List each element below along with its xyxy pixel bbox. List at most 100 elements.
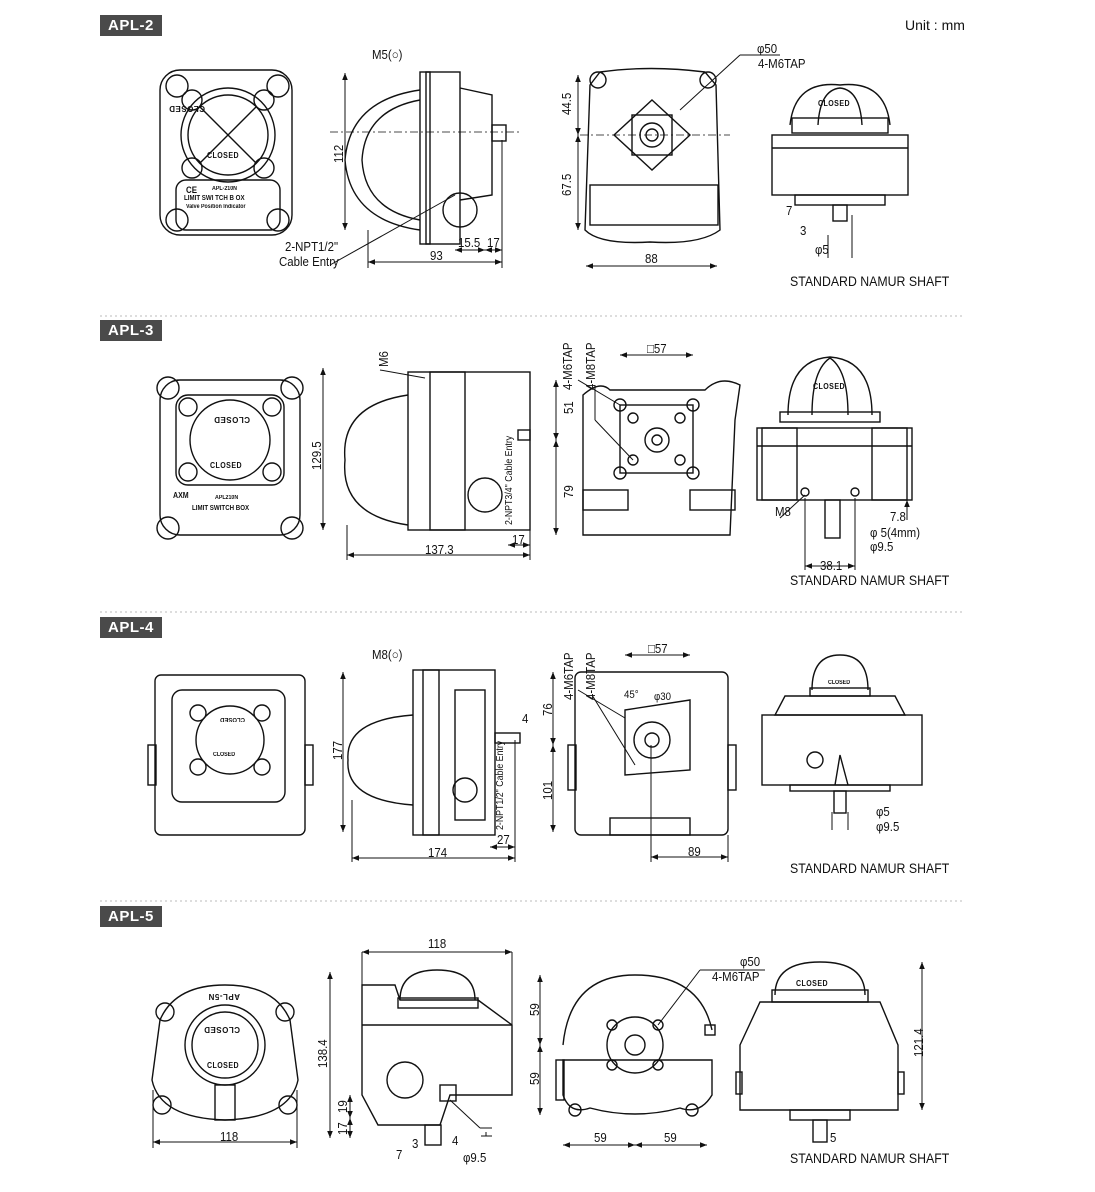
apl4-front-view: [147, 674, 314, 836]
plate-brand: AXM: [173, 491, 189, 500]
dim-angle-45: 45°: [624, 689, 639, 701]
apl2-front-view: [159, 69, 293, 236]
dim-3: 3: [800, 223, 807, 238]
apl3-front-view: [156, 376, 304, 540]
tap-m6-label: 4-M6TAP: [560, 342, 575, 390]
closed-mark: CLOSED: [203, 1025, 240, 1034]
dim-phi5: φ 5(4mm): [870, 525, 921, 540]
dim-front-width: 118: [220, 1129, 239, 1144]
section-tag-apl-3: APL-3: [100, 320, 162, 341]
dim-phi9-5: φ9.5: [876, 819, 900, 834]
apl2-side-view: [330, 71, 520, 245]
dim-phi50: φ50: [740, 954, 761, 969]
apl3-right-view: [756, 356, 913, 539]
apl3-back-view: [582, 380, 741, 536]
dim-screw: M5(○): [372, 47, 403, 62]
cable-entry-label: 2-NPT1/2" Cable Entry: [495, 740, 506, 830]
dim-height: 129.5: [309, 441, 324, 470]
dim-15-5: 15.5: [458, 235, 481, 250]
dim-17: 17: [512, 532, 525, 547]
plate-model: APL210N: [215, 495, 239, 501]
dim-17: 17: [487, 235, 500, 250]
plate-title: LIMIT SWITCH BOX: [192, 505, 250, 512]
dim-27: 27: [497, 832, 510, 847]
closed-mark: CLOSED: [168, 104, 205, 113]
tap-m6-label: 4-M6TAP: [561, 652, 576, 700]
apl3-side-view: [343, 371, 531, 531]
closed-mark: CLOSED: [796, 979, 828, 988]
dim-depth: 137.3: [425, 542, 454, 557]
apl5-dimension-lines: [152, 949, 925, 1148]
dim-3: 3: [412, 1136, 419, 1151]
dim-depth: 93: [430, 248, 443, 263]
dim-width: 89: [688, 844, 701, 859]
closed-mark: CLOSED: [813, 382, 845, 391]
namur-shaft-title: STANDARD NAMUR SHAFT: [790, 1150, 950, 1166]
unit-label: Unit : mm: [905, 17, 965, 33]
dim-height: 177: [330, 740, 345, 760]
apl4-side-view: [347, 669, 521, 836]
dim-67-5: 67.5: [559, 173, 574, 196]
dim-m8: M8: [775, 504, 791, 519]
dim-17: 17: [335, 1122, 350, 1135]
dim-76: 76: [540, 703, 555, 716]
apl2-bottom-view: [771, 83, 909, 222]
dim-38-1: 38.1: [820, 558, 843, 573]
dim-screw: M6: [376, 351, 391, 367]
dim-4: 4: [522, 711, 529, 726]
dim-phi5: φ5: [876, 804, 890, 819]
dim-44-5: 44.5: [559, 92, 574, 115]
section-tag-apl-5: APL-5: [100, 906, 162, 927]
closed-mark: CLOSED: [207, 1061, 239, 1070]
section-tag-apl-4: APL-4: [100, 617, 162, 638]
dim-top-width: 118: [428, 936, 447, 951]
dim-sq57: □57: [647, 341, 667, 356]
apl4-dimension-lines: [340, 652, 849, 862]
namur-shaft-title: STANDARD NAMUR SHAFT: [790, 273, 950, 289]
section-tag-apl-2: APL-2: [100, 15, 162, 36]
dim-4: 4: [452, 1133, 459, 1148]
dim-7-8: 7.8: [890, 509, 906, 524]
dim-phi5: φ5: [815, 242, 829, 257]
dim-19: 19: [335, 1100, 350, 1113]
dim-59-left: 59: [594, 1130, 607, 1145]
cable-entry-label: Cable Entry: [279, 254, 339, 269]
plate-model: APL-210N: [212, 186, 237, 192]
closed-mark: CLOSED: [213, 752, 236, 758]
dim-height: 112: [331, 144, 346, 163]
dim-phi50: φ50: [757, 41, 778, 56]
dim-sq57: □57: [648, 641, 668, 656]
closed-mark: CLOSED: [213, 415, 250, 424]
apl5-right-view: [735, 961, 905, 1143]
plate-ce: CE: [186, 185, 198, 195]
dim-5: 5: [830, 1130, 837, 1145]
tap-m8-label: 4-M8TAP: [583, 652, 598, 700]
dim-screw: M8(○): [372, 647, 403, 662]
dim-59-upper: 59: [527, 1003, 542, 1016]
dim-height: 138.4: [315, 1039, 330, 1068]
tap-label: 4-M6TAP: [758, 56, 806, 71]
apl2-back-view: [580, 67, 730, 244]
dim-phi30: φ30: [654, 691, 672, 703]
plate-title: LIMIT SWI TCH B OX: [184, 195, 245, 202]
cable-entry-label: 2-NPT3/4" Cable Entry: [504, 435, 515, 525]
dim-51: 51: [561, 401, 576, 414]
apl5-side-view: [361, 969, 513, 1146]
tap-label: 4-M6TAP: [712, 969, 760, 984]
dim-width: 88: [645, 251, 658, 266]
dim-7: 7: [786, 203, 793, 218]
apl4-right-view: [761, 654, 923, 814]
dim-59-lower: 59: [527, 1072, 542, 1085]
dim-phi9-5: φ9.5: [870, 539, 894, 554]
dim-59-right: 59: [664, 1130, 677, 1145]
dim-height-right: 121.4: [911, 1028, 926, 1057]
closed-mark: CLOSED: [818, 99, 850, 108]
closed-mark: CLOSED: [219, 716, 245, 722]
closed-mark: CLOSED: [207, 151, 239, 160]
apl5-front-view: [151, 984, 299, 1121]
dim-7: 7: [396, 1147, 403, 1162]
tap-m8-label: 4-M8TAP: [583, 342, 598, 390]
apl2-dimension-lines: [329, 54, 853, 269]
apl5-back-view: [555, 974, 716, 1117]
